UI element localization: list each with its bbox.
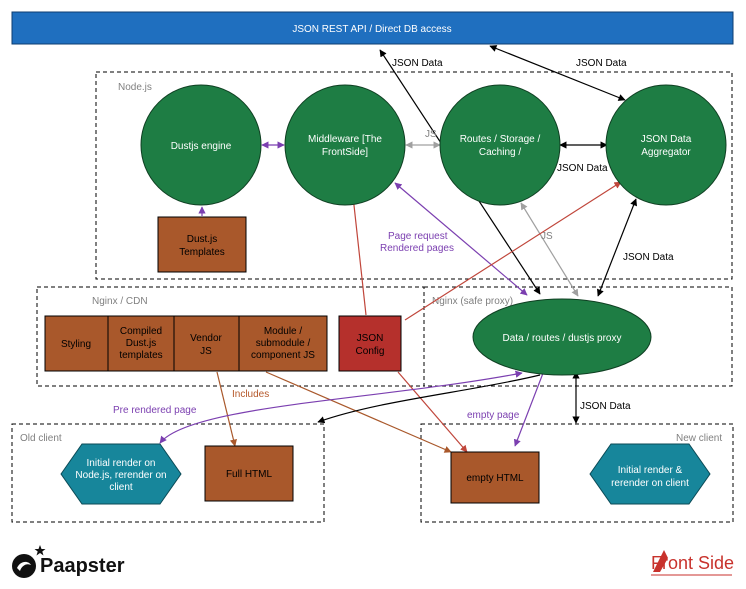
edge-label-aggregator-proxy: JSON Data: [623, 252, 674, 263]
edge-label-routes-aggregator: JSON Data: [557, 163, 608, 174]
old-client-render-hexagon: [60, 443, 182, 505]
edge-label-rendered-pages: Rendered pages: [380, 243, 454, 254]
new-client-render-label: Initial render &rerender on client: [611, 465, 689, 489]
dustjs-templates-box: [157, 216, 247, 273]
routes-storage-label: Routes / Storage /Caching /: [460, 134, 541, 158]
edge-label-api-aggregator: JSON Data: [576, 58, 627, 69]
edge-label-middleware-routes: JS: [425, 129, 437, 140]
paapster-wordmark: Paapster: [40, 555, 125, 577]
module-js-box: [238, 315, 328, 372]
proxy-oldrender-edge: [159, 370, 523, 444]
proxy-emptyhtml-edge: [513, 367, 546, 447]
json-config-box: [338, 315, 402, 372]
styling-label: Styling: [61, 339, 91, 350]
aggregator-node: [605, 84, 727, 206]
paapster-logo: Paapster: [12, 545, 125, 578]
edge-label-proxy-newclient: JSON Data: [580, 401, 631, 412]
nginx-cdn-group-label: Nginx / CDN: [92, 296, 148, 307]
proxy-node: [472, 298, 652, 376]
proxy-label: Data / routes / dustjs proxy: [503, 333, 622, 344]
edge-label-empty-page: empty page: [467, 410, 520, 421]
new-client-render-hexagon: [589, 443, 711, 505]
new-client-group: [420, 423, 734, 523]
vendor-fullhtml-edge: [216, 371, 237, 447]
api-bar-label: JSON REST API / Direct DB access: [292, 24, 451, 35]
edge-label-routes-proxy: JS: [541, 231, 553, 242]
module-emptyhtml-edge: [265, 371, 452, 453]
edge-label-api-proxy: JSON Data: [392, 58, 443, 69]
api-aggregator-edge: [489, 45, 626, 101]
empty-html-label: empty HTML: [466, 473, 524, 484]
full-html-label: Full HTML: [226, 469, 273, 480]
old-client-group-label: Old client: [20, 433, 62, 444]
frontside-wordmark: Front Side: [651, 553, 734, 573]
edge-label-pre-rendered: Pre rendered page: [113, 405, 197, 416]
dustjs-engine-label: Dustjs engine: [171, 141, 232, 152]
proxy-oldclient-edge: [317, 374, 541, 424]
edge-label-includes: Includes: [232, 389, 269, 400]
dustjs-engine-node: [140, 84, 262, 206]
paapster-mark-icon: [12, 554, 36, 578]
empty-html-box: [450, 451, 540, 504]
frontside-logo: Front Side: [651, 550, 734, 576]
star-icon: [34, 545, 46, 556]
edge-label-page-request: Page request: [388, 231, 448, 242]
new-client-group-label: New client: [676, 433, 722, 444]
api-bar: [11, 11, 734, 45]
vendor-js-box: [173, 315, 240, 372]
config-middleware-edge: [349, 186, 367, 316]
routes-storage-node: [439, 84, 561, 206]
routes-proxy-edge: [520, 202, 579, 297]
aggregator-proxy-edge: [597, 198, 637, 297]
middleware-node: [284, 84, 406, 206]
frontside-mark-icon: [653, 550, 668, 572]
nginx-proxy-group-label: Nginx (safe proxy): [432, 296, 513, 307]
nodejs-group-label: Node.js: [118, 82, 152, 93]
full-html-box: [204, 445, 294, 502]
compiled-templates-box: [107, 315, 175, 372]
config-aggregator-edge: [404, 181, 622, 321]
styling-box: [44, 315, 109, 372]
module-js-label: Module /submodule /component JS: [251, 326, 315, 361]
middleware-proxy-edge: [394, 182, 528, 296]
